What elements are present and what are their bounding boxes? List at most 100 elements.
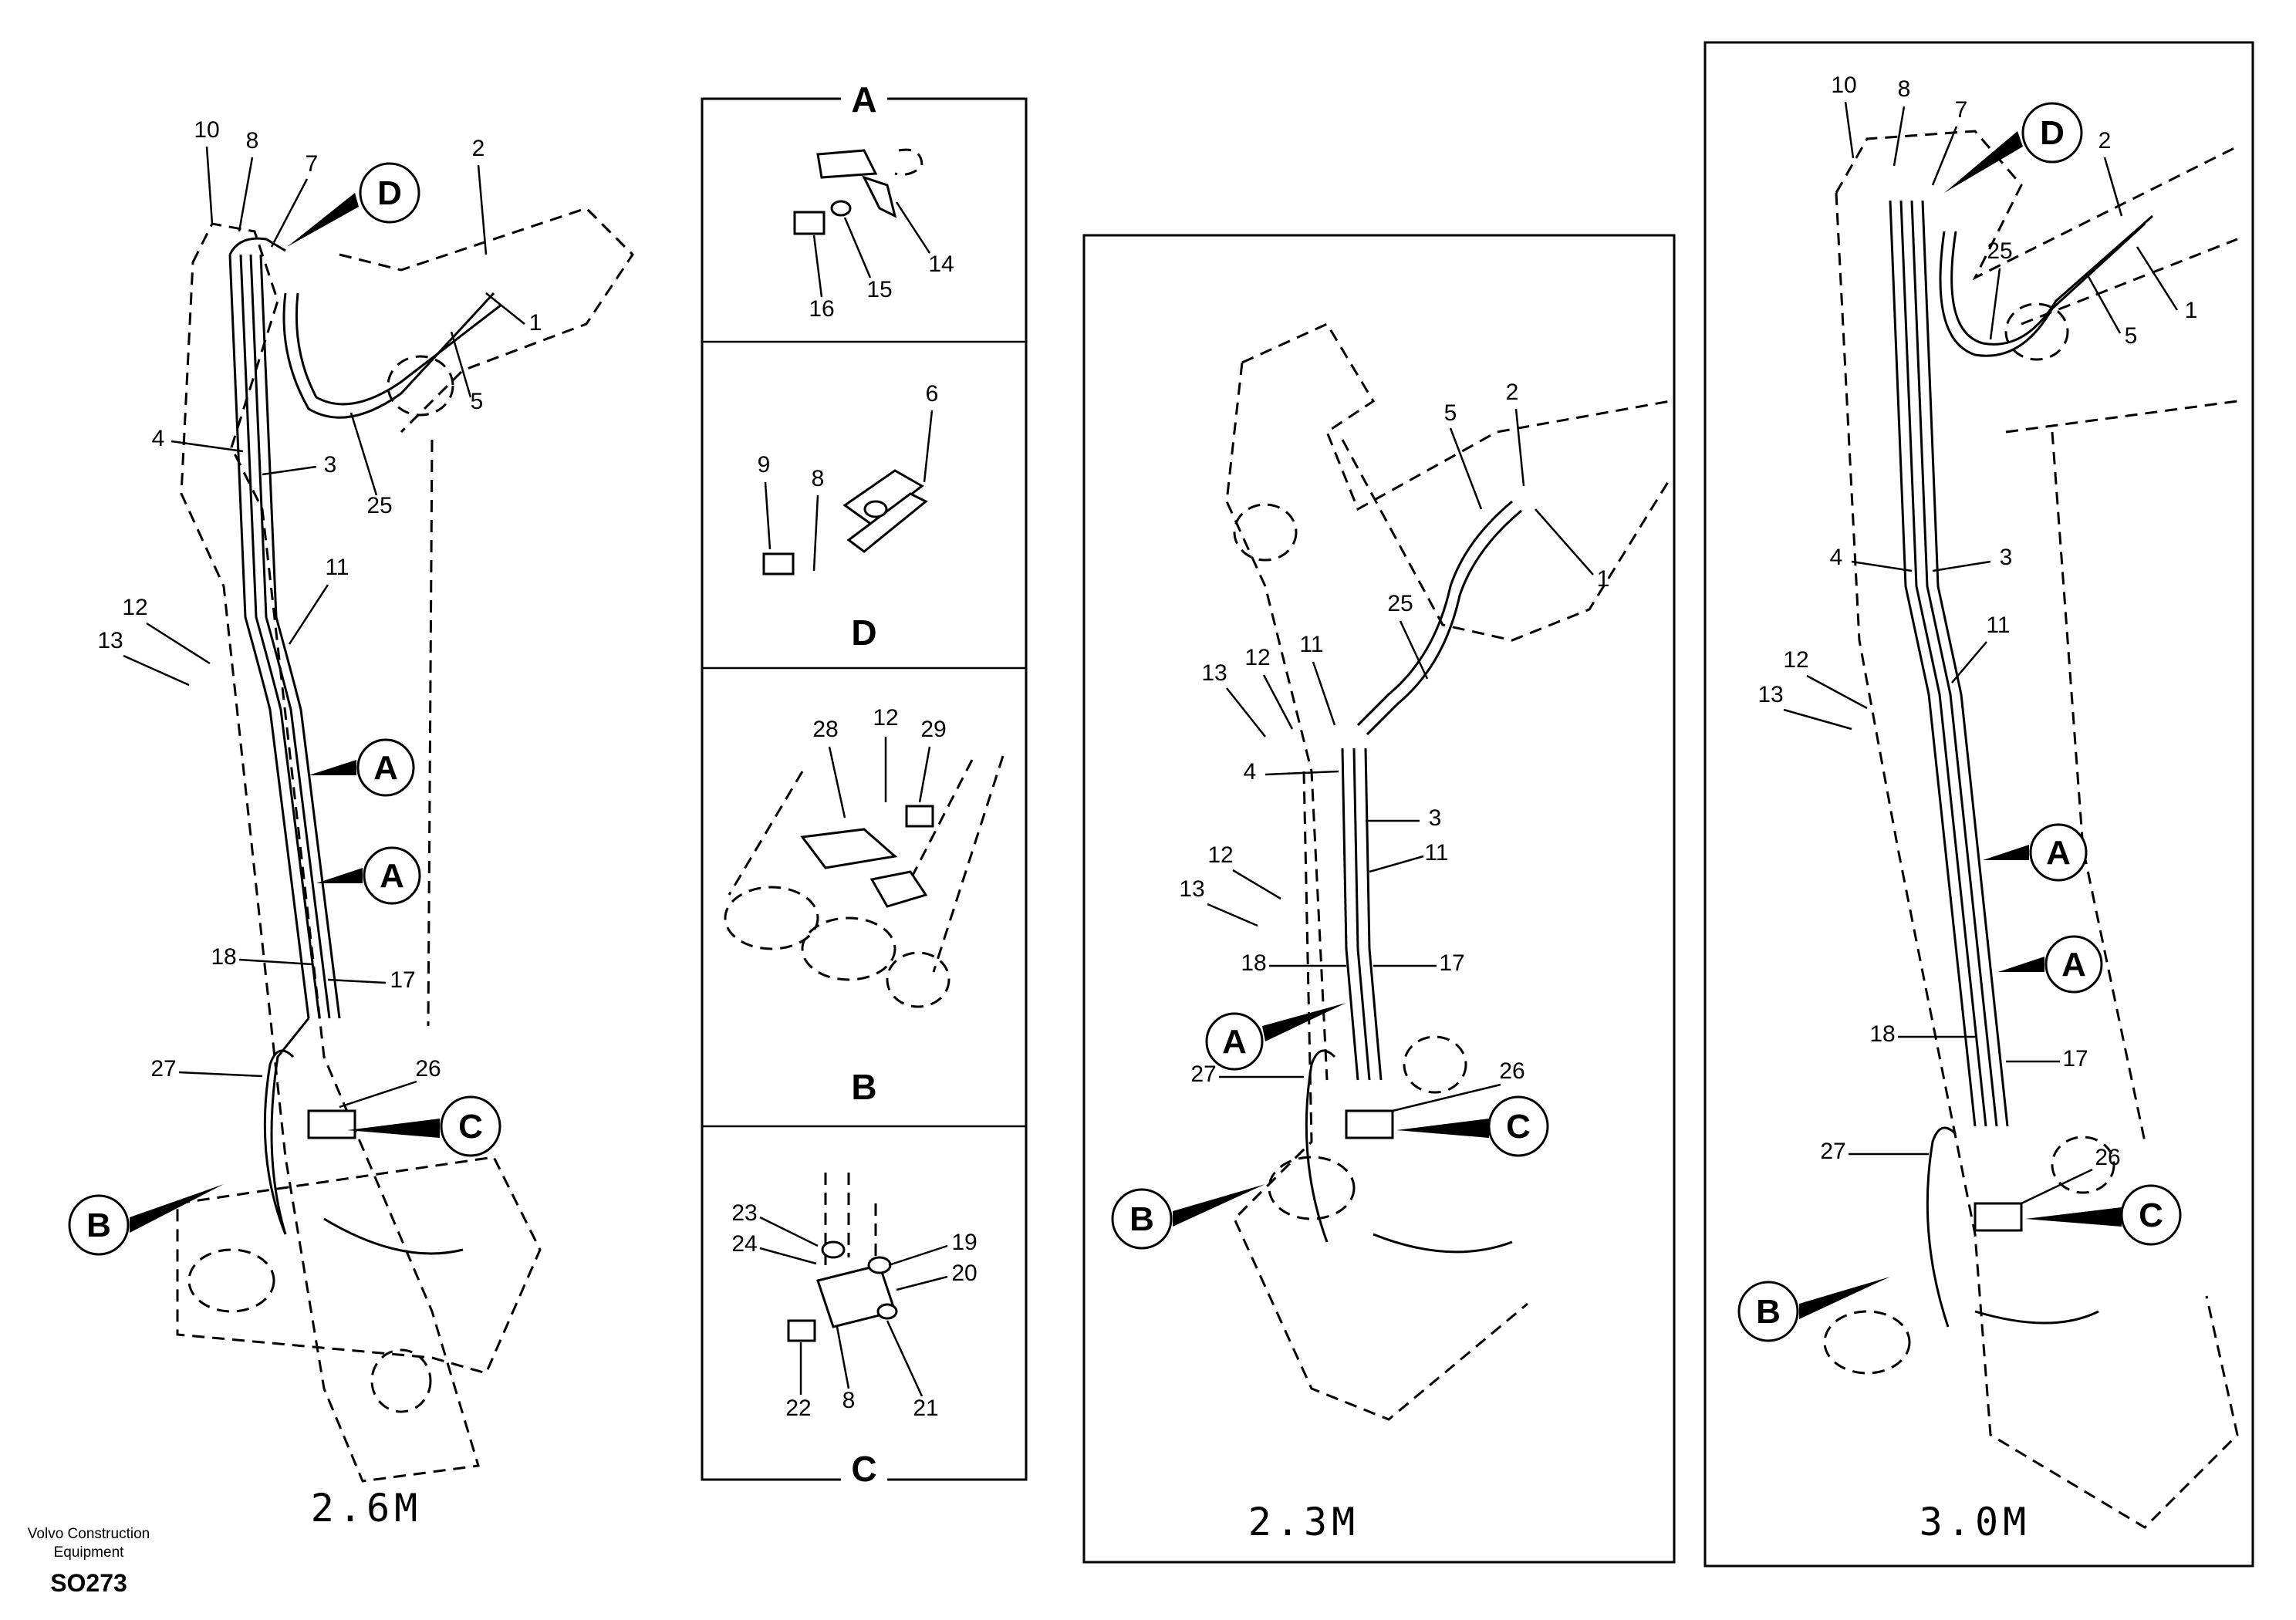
part-labels: 10 8 7 2 1 5 25 4 3 11 12 13 18 17 27 26 [97,117,542,1082]
svg-text:19: 19 [951,1230,977,1255]
svg-text:29: 29 [920,717,946,742]
svg-text:27: 27 [150,1056,176,1082]
svg-text:27: 27 [1190,1061,1216,1087]
svg-text:2: 2 [472,136,485,161]
svg-text:26: 26 [1499,1058,1524,1084]
part-labels: 5 2 1 25 13 12 11 4 3 11 12 13 18 17 27 … [1179,380,1609,1087]
svg-text:12: 12 [1244,645,1270,670]
svg-text:20: 20 [951,1261,977,1286]
svg-text:8: 8 [812,466,825,491]
part-labels: 10 8 7 2 25 1 5 4 3 11 12 13 18 17 27 26 [1757,73,2197,1170]
svg-text:13: 13 [1757,682,1783,707]
svg-text:3: 3 [324,452,337,478]
brand-line-1: Volvo Construction [28,1526,150,1542]
svg-text:18: 18 [1869,1021,1895,1047]
svg-text:15: 15 [866,277,892,302]
svg-text:C: C [458,1108,483,1146]
callout-a: A [309,738,415,797]
callout-c: C [347,1095,501,1157]
svg-text:12: 12 [1783,647,1808,673]
callout-c: C [2025,1184,2182,1246]
svg-text:1: 1 [2185,298,2198,323]
svg-text:1: 1 [529,310,542,336]
view-frame [1082,234,1676,1564]
svg-text:B: B [1129,1200,1154,1238]
leader-lines [1207,408,1594,1112]
svg-text:24: 24 [731,1231,757,1257]
svg-text:B: B [86,1207,111,1244]
svg-text:C: C [1506,1108,1531,1146]
svg-text:11: 11 [1424,840,1448,866]
svg-text:17: 17 [390,967,415,993]
svg-text:8: 8 [1898,76,1911,102]
svg-text:2: 2 [1506,380,1519,405]
svg-text:17: 17 [1439,950,1464,976]
brand-line-2: Equipment [54,1544,125,1561]
svg-text:A: A [2061,946,2086,984]
svg-text:12: 12 [122,595,147,620]
callout-b: B [68,1184,224,1256]
svg-text:2: 2 [2098,128,2112,154]
detail-panel-b: B 28 12 29 [724,705,1004,1107]
svg-text:C: C [2139,1196,2163,1234]
svg-text:D: D [2040,114,2065,152]
svg-text:12: 12 [1207,842,1233,868]
svg-text:16: 16 [809,296,834,322]
boom-outline [180,222,480,1483]
svg-text:17: 17 [2062,1046,2088,1072]
callout-b: B [1111,1184,1265,1250]
hose-4 [249,254,331,1019]
svg-text:13: 13 [1179,876,1204,902]
svg-text:27: 27 [1820,1139,1845,1164]
svg-text:D: D [377,174,402,212]
svg-text:21: 21 [913,1396,938,1421]
hose-3 [228,254,310,1019]
svg-text:12: 12 [873,705,898,731]
svg-text:6: 6 [926,381,939,407]
callout-d: D [1944,102,2083,193]
detail-panel-c: C 23 24 19 20 22 8 21 [731,1173,977,1489]
view-2-6m: D A A C B 10 8 7 2 1 5 [68,117,634,1531]
view-caption: 3.0M [1920,1500,2031,1544]
svg-text:A: A [1222,1023,1247,1061]
hose-27 [263,1049,295,1235]
footer: Volvo Construction Equipment SO273 [28,1526,150,1597]
svg-text:4: 4 [1244,759,1257,785]
svg-text:3: 3 [2000,545,2013,570]
svg-text:13: 13 [97,628,123,653]
drawing-code: SO273 [50,1569,127,1597]
svg-text:28: 28 [812,717,838,742]
callout-a: A [1998,935,2103,994]
svg-text:11: 11 [1299,632,1323,657]
svg-text:25: 25 [366,493,392,518]
svg-text:7: 7 [306,151,319,177]
leader-lines [123,146,525,1109]
svg-text:B: B [1756,1293,1781,1331]
svg-text:5: 5 [2125,323,2138,349]
callout-d: D [287,162,420,247]
callout-c: C [1396,1095,1549,1157]
view-3-0m: D A A C B 10 8 7 2 25 1 [1703,41,2254,1568]
svg-text:18: 18 [211,944,236,970]
svg-text:18: 18 [1241,950,1266,976]
svg-text:A: A [851,79,876,120]
detail-panel-d: D 6 9 8 [758,381,939,653]
callout-a: A [1205,1003,1346,1071]
svg-text:10: 10 [194,117,219,143]
svg-text:22: 22 [785,1396,811,1421]
svg-text:5: 5 [471,389,484,414]
svg-text:A: A [380,857,404,895]
svg-text:8: 8 [246,128,259,154]
svg-text:3: 3 [1429,805,1442,831]
svg-text:A: A [373,749,398,787]
callout-a: A [1983,823,2088,882]
svg-text:26: 26 [2095,1145,2120,1170]
svg-text:8: 8 [842,1388,856,1413]
callout-b: B [1737,1277,1890,1342]
svg-text:25: 25 [1387,591,1413,616]
view-frame [1703,41,2254,1568]
view-2-3m: A C B 5 2 1 25 13 12 11 4 3 11 12 13 18 [1082,234,1676,1564]
svg-text:D: D [851,613,876,653]
svg-text:11: 11 [1986,613,2010,638]
